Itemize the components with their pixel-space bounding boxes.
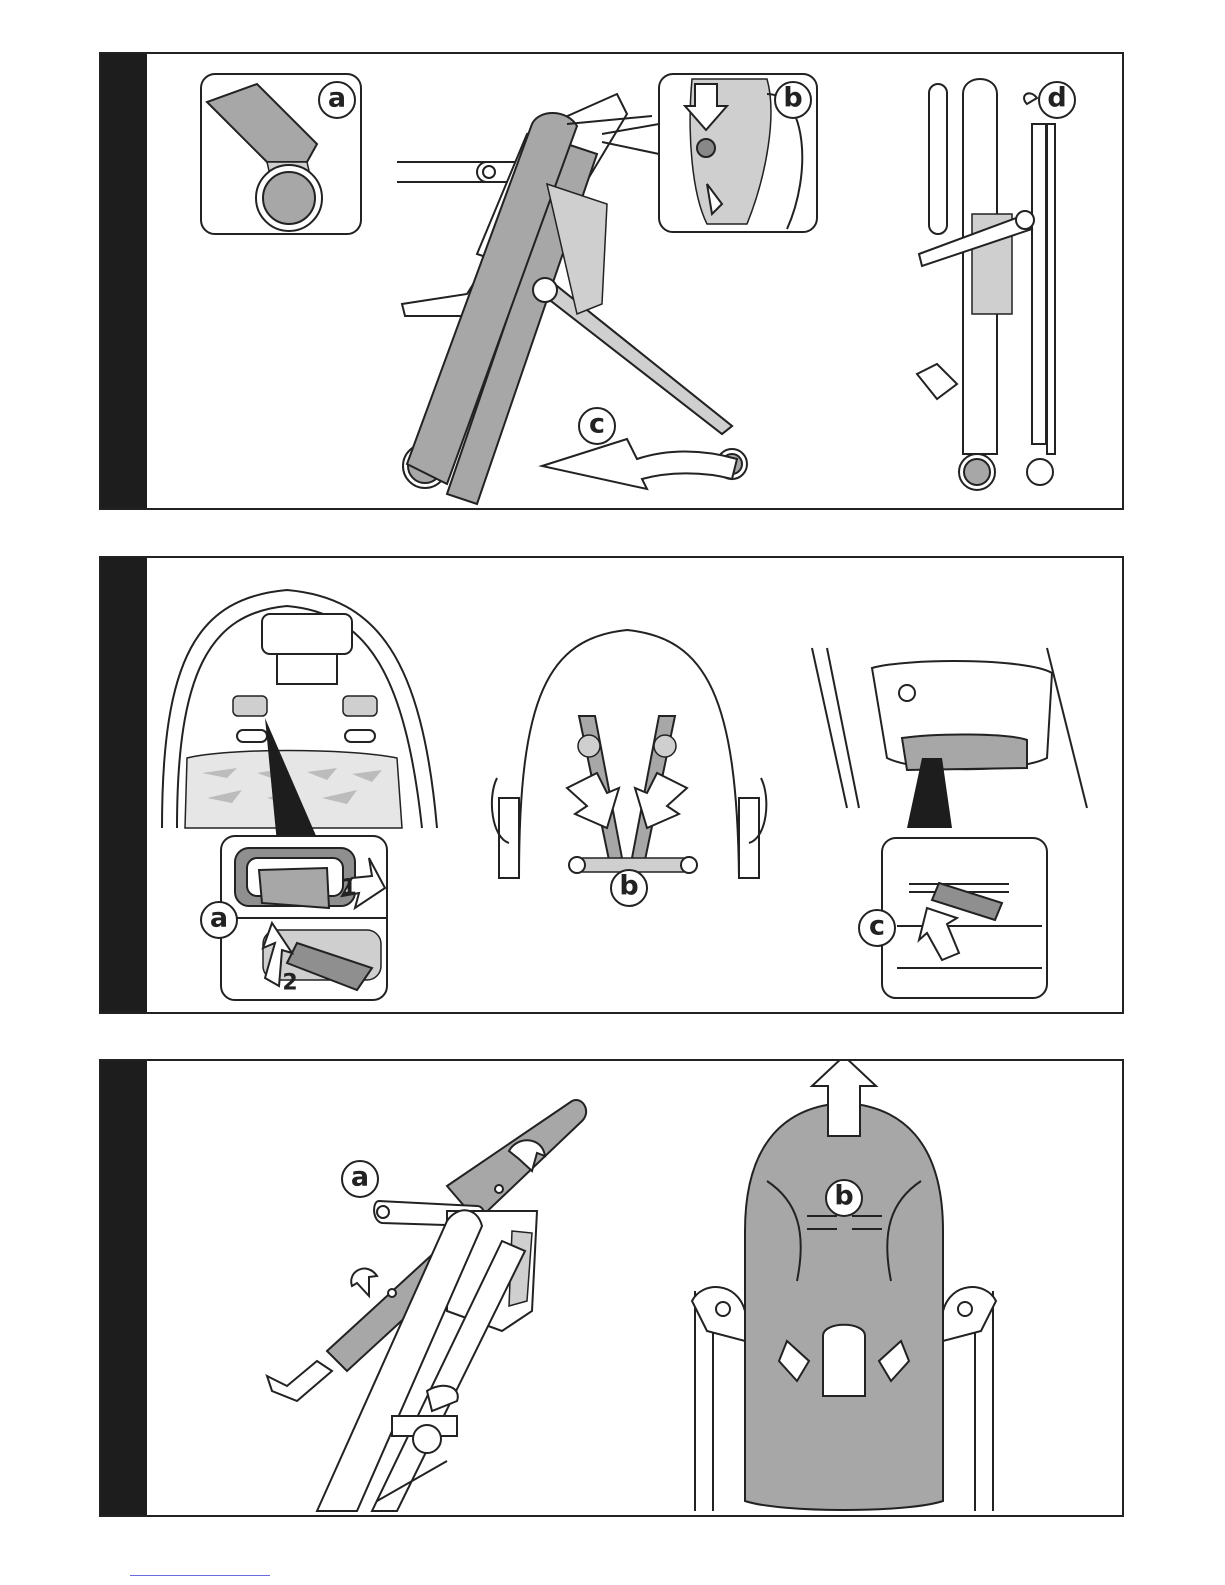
panel-side-bar (101, 54, 147, 508)
panel-side-bar (101, 558, 147, 1012)
step-1-number: 1 (341, 876, 356, 901)
inset-a-buckle-steps (221, 836, 387, 1000)
label-b-badge: b (775, 82, 811, 118)
label-c-badge: c (859, 910, 895, 946)
folded-chair-d (917, 79, 1055, 490)
chair-front-cover-view (692, 1061, 996, 1511)
svg-text:b: b (834, 1181, 853, 1212)
svg-text:a: a (351, 1162, 369, 1193)
chair-side-view (267, 1100, 586, 1511)
seat-back-view (162, 590, 437, 843)
label-d-badge: d (1039, 82, 1075, 118)
cover-removal-illustration: a b (147, 1061, 1122, 1515)
svg-text:c: c (589, 409, 605, 440)
label-a-badge: a (201, 902, 237, 938)
step-2-number: 2 (282, 971, 297, 996)
instruction-panel-cover: a b (99, 1059, 1124, 1517)
svg-text:c: c (869, 911, 885, 942)
svg-text:d: d (1047, 83, 1066, 114)
instruction-panel-fold: a (99, 52, 1124, 510)
seat-front-view (492, 630, 766, 878)
seat-under-view (812, 648, 1087, 998)
fold-illustration: a (147, 54, 1122, 508)
rotate-arrow-c (542, 439, 737, 489)
harness-illustration: a 1 2 b (147, 558, 1122, 1012)
label-a-badge: a (342, 1161, 378, 1197)
instruction-panel-harness: a 1 2 b (99, 556, 1124, 1014)
svg-text:b: b (783, 83, 802, 114)
label-b-badge: b (826, 1180, 862, 1216)
svg-text:a: a (210, 903, 228, 934)
label-a-badge: a (319, 82, 355, 118)
label-b-badge: b (611, 870, 647, 906)
panel-side-bar (101, 1061, 147, 1515)
svg-text:b: b (619, 871, 638, 902)
svg-text:a: a (328, 83, 346, 114)
footer-link-underline (130, 1575, 270, 1576)
label-c-badge: c (579, 408, 615, 444)
